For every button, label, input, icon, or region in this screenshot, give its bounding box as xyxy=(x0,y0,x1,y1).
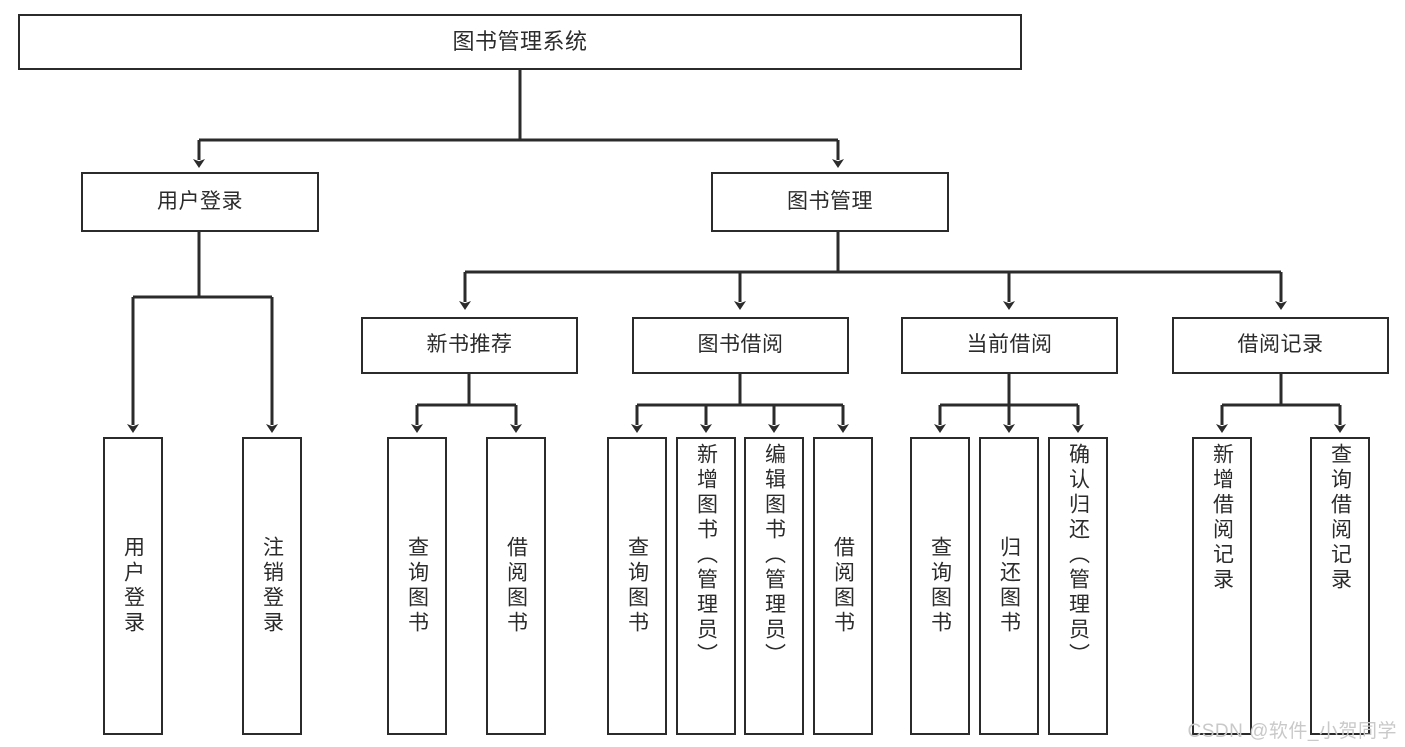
node-book-management-label: 图书管理 xyxy=(787,189,873,213)
node-leaf-add-book-label: 新增图书（管理员） xyxy=(694,443,718,668)
node-user-login-label: 用户登录 xyxy=(157,189,243,213)
node-leaf-query-record[interactable]: 查询借阅记录 xyxy=(1310,437,1370,735)
node-leaf-return-book-label: 归还图书 xyxy=(997,536,1021,636)
node-leaf-return-book[interactable]: 归还图书 xyxy=(979,437,1039,735)
node-leaf-borrow-book-2[interactable]: 借阅图书 xyxy=(813,437,873,735)
node-book-borrow-label: 图书借阅 xyxy=(697,333,784,357)
node-leaf-confirm-return-label: 确认归还（管理员） xyxy=(1066,443,1090,668)
node-root[interactable]: 图书管理系统 xyxy=(18,14,1022,70)
node-leaf-user-login-label: 用户登录 xyxy=(121,536,145,636)
node-leaf-query-book-2-label: 查询图书 xyxy=(625,536,649,636)
node-borrow-record-label: 借阅记录 xyxy=(1237,333,1324,357)
node-leaf-add-book[interactable]: 新增图书（管理员） xyxy=(676,437,736,735)
node-root-label: 图书管理系统 xyxy=(452,29,588,55)
node-leaf-query-record-label: 查询借阅记录 xyxy=(1328,443,1352,593)
node-leaf-query-book-1-label: 查询图书 xyxy=(405,536,429,636)
node-leaf-user-login[interactable]: 用户登录 xyxy=(103,437,163,735)
node-leaf-confirm-return[interactable]: 确认归还（管理员） xyxy=(1048,437,1108,735)
node-leaf-add-record[interactable]: 新增借阅记录 xyxy=(1192,437,1252,735)
node-book-management[interactable]: 图书管理 xyxy=(711,172,949,232)
node-leaf-edit-book[interactable]: 编辑图书（管理员） xyxy=(744,437,804,735)
node-new-book-recommend-label: 新书推荐 xyxy=(426,333,513,357)
watermark-text: CSDN @软件_小贺同学 xyxy=(1187,721,1397,742)
node-leaf-logout-login-label: 注销登录 xyxy=(260,536,284,636)
node-current-borrow[interactable]: 当前借阅 xyxy=(901,317,1118,374)
node-current-borrow-label: 当前借阅 xyxy=(966,333,1053,357)
node-book-borrow[interactable]: 图书借阅 xyxy=(632,317,849,374)
node-borrow-record[interactable]: 借阅记录 xyxy=(1172,317,1389,374)
node-leaf-query-book-1[interactable]: 查询图书 xyxy=(387,437,447,735)
node-leaf-query-book-2[interactable]: 查询图书 xyxy=(607,437,667,735)
node-leaf-borrow-book-1[interactable]: 借阅图书 xyxy=(486,437,546,735)
node-leaf-query-book-3-label: 查询图书 xyxy=(928,536,952,636)
node-leaf-logout-login[interactable]: 注销登录 xyxy=(242,437,302,735)
node-new-book-recommend[interactable]: 新书推荐 xyxy=(361,317,578,374)
node-leaf-borrow-book-1-label: 借阅图书 xyxy=(504,536,528,636)
node-leaf-borrow-book-2-label: 借阅图书 xyxy=(831,536,855,636)
node-user-login[interactable]: 用户登录 xyxy=(81,172,319,232)
node-leaf-query-book-3[interactable]: 查询图书 xyxy=(910,437,970,735)
node-leaf-edit-book-label: 编辑图书（管理员） xyxy=(762,443,786,668)
node-leaf-add-record-label: 新增借阅记录 xyxy=(1210,443,1234,593)
